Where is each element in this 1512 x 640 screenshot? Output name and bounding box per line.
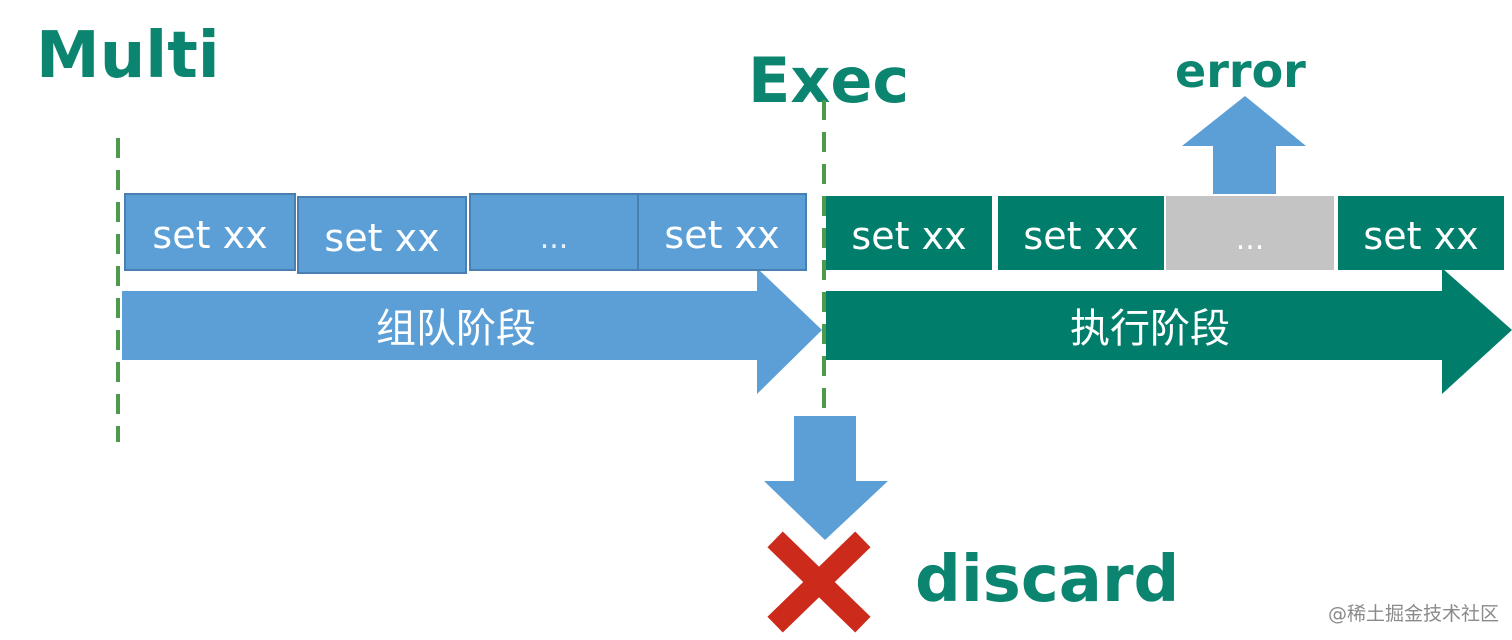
- exec-command-rect: [826, 196, 992, 270]
- queue-command-box: set xx: [297, 196, 467, 274]
- watermark: @稀土掘金技术社区: [1328, 603, 1500, 625]
- exec-command-box-error: ...: [1166, 196, 1334, 270]
- queue-command-box: ...: [469, 193, 639, 271]
- discard-label: discard: [915, 543, 1180, 617]
- cross-stroke: [767, 531, 871, 633]
- exec-command-box: set xx: [826, 196, 992, 270]
- queue-command-rect: [469, 193, 639, 271]
- queue-command-rect: [297, 196, 467, 274]
- queue-command-box: set xx: [124, 193, 296, 271]
- queue-command-label: set xx: [324, 216, 439, 260]
- queue-command-label: ...: [540, 221, 569, 256]
- error-up-arrow: [1182, 96, 1306, 194]
- exec-command-box: set xx: [998, 196, 1164, 270]
- discard-cross-icon: [767, 531, 871, 633]
- queue-command-box: set xx: [637, 193, 807, 271]
- discard-down-arrow: [764, 416, 888, 540]
- exec-command-rect: [1338, 196, 1504, 270]
- exec-command-label: set xx: [851, 214, 966, 258]
- exec-command-label: set xx: [1363, 214, 1478, 258]
- exec-command-rect: [998, 196, 1164, 270]
- exec-command-box: set xx: [1338, 196, 1504, 270]
- exec-command-label: ...: [1236, 222, 1265, 257]
- queue-command-label: set xx: [152, 213, 267, 257]
- exec-command-label: set xx: [1023, 214, 1138, 258]
- queue-phase-label: 组队阶段: [376, 306, 536, 352]
- exec-phase-label: 执行阶段: [1070, 306, 1230, 352]
- error-label: error: [1175, 44, 1306, 98]
- queue-phase-arrow: [122, 268, 822, 394]
- queue-command-rect: [124, 193, 296, 271]
- exec-label: Exec: [748, 44, 910, 117]
- multi-label: Multi: [36, 19, 220, 93]
- exec-command-rect-error: [1166, 196, 1334, 270]
- exec-phase-arrow: [826, 268, 1512, 394]
- queue-command-label: set xx: [664, 213, 779, 257]
- queue-command-rect: [637, 193, 807, 271]
